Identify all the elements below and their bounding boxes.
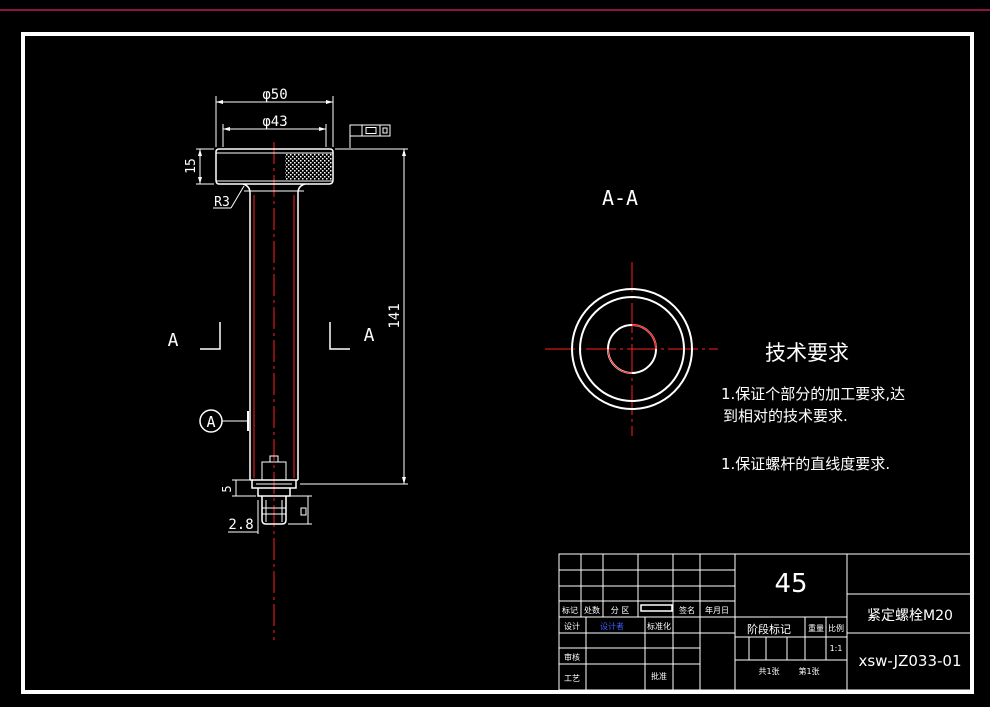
tb-scale-value: 1:1 (830, 644, 843, 653)
tb-weight: 重量 (808, 623, 824, 633)
tech-title: 技术要求 (765, 341, 849, 365)
section-mark-left-line (200, 322, 221, 350)
section-mark-right: A (364, 325, 375, 346)
tb-material: 45 (774, 569, 807, 599)
tb-count: 处数 (584, 605, 600, 615)
tb-designer: 设计者 (600, 621, 624, 631)
section-inner-circle (579, 296, 685, 402)
drawing-frame (21, 32, 974, 694)
title-block-text: 标记 处数 分 区 签名 年月日 设计 设计者 标准化 审核 工艺 批准 45 … (562, 569, 962, 683)
technical-requirements: 技术要求 1.保证个部分的加工要求,达 到相对的技术要求. 1.保证螺杆的直线度… (721, 341, 905, 473)
tolerance-frame (349, 124, 391, 137)
tb-zone: 分 区 (611, 606, 630, 615)
tb-design: 设计 (564, 621, 580, 631)
title-block (558, 553, 972, 691)
section-title: A-A (602, 186, 638, 210)
main-view: φ50 φ43 15 R3 141 5 2.8 (168, 87, 408, 640)
section-outer-circle (571, 288, 693, 410)
tech-line-2: 到相对的技术要求. (723, 407, 848, 425)
section-mark-left: A (168, 330, 179, 351)
tb-standardize: 标准化 (647, 621, 671, 631)
tb-scale-label: 比例 (828, 623, 844, 633)
tb-review: 审核 (564, 652, 580, 662)
dim-height-15: 15 (184, 158, 199, 174)
dim-radius-3: R3 (214, 195, 230, 210)
dim-step-5: 5 (220, 485, 234, 492)
tech-line-1: 1.保证个部分的加工要求,达 (721, 385, 905, 403)
knurl-hatch (285, 154, 332, 180)
tb-sheet-no: 第1张 (798, 666, 819, 676)
tb-date: 年月日 (705, 605, 729, 615)
tb-process: 工艺 (564, 674, 580, 683)
tb-stage-mark: 阶段标记 (747, 622, 791, 636)
tech-line-3: 1.保证螺杆的直线度要求. (721, 455, 890, 473)
pin-end (261, 496, 287, 525)
dim-step-2-8: 2.8 (228, 517, 253, 533)
tb-approve: 批准 (651, 671, 667, 681)
datum-symbol: A (206, 413, 215, 431)
bolt-head (215, 148, 334, 185)
dim-diameter-43: φ43 (262, 114, 287, 130)
tb-mark: 标记 (562, 605, 578, 615)
dim-diameter-50: φ50 (262, 87, 287, 103)
tb-signature: 签名 (679, 605, 695, 615)
tb-drawing-no: xsw-JZ033-01 (858, 652, 961, 670)
section-view: A-A (545, 186, 718, 436)
tb-sheet-total: 共1张 (758, 667, 779, 676)
section-mark-right-line (329, 322, 350, 350)
tb-part-name: 紧定螺栓M20 (867, 608, 953, 624)
dim-length-141: 141 (387, 303, 403, 328)
